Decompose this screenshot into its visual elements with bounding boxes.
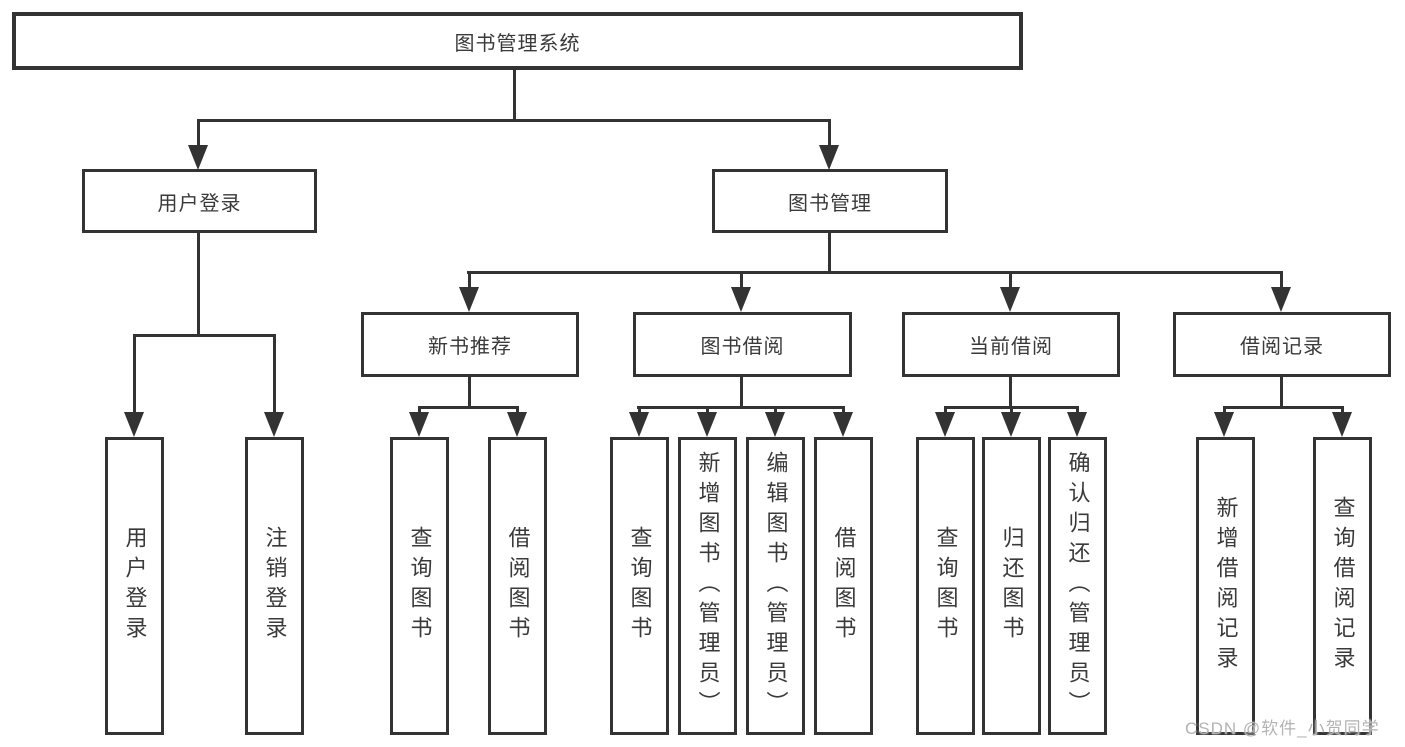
connector-line	[468, 377, 471, 409]
csdn-watermark: CSDN @软件_小贺同学	[1185, 719, 1380, 738]
leaf-borrowing-borrow-books-label: 借阅图书	[831, 526, 857, 646]
connector-line	[638, 406, 641, 415]
leaf-current-query-books-label: 查询图书	[933, 526, 959, 646]
connector-line	[1009, 271, 1012, 290]
node-borrow-records-label: 借阅记录	[1240, 336, 1324, 358]
arrowhead-icon	[1332, 412, 1352, 437]
leaf-query-borrow-record-label: 查询借阅记录	[1330, 496, 1356, 676]
connector-line	[828, 119, 831, 148]
leaf-borrowing-query-books-label: 查询图书	[627, 526, 653, 646]
node-root-label: 图书管理系统	[454, 32, 581, 55]
arrowhead-icon	[1271, 287, 1291, 312]
arrowhead-icon	[731, 287, 751, 312]
arrowhead-icon	[629, 412, 649, 437]
arrowhead-icon	[1000, 287, 1020, 312]
arrowhead-icon	[1067, 412, 1087, 437]
node-book-borrowing-label: 图书借阅	[700, 336, 785, 358]
arrowhead-icon	[409, 412, 429, 437]
arrowhead-icon	[935, 412, 955, 437]
arrowhead-icon	[1001, 412, 1021, 437]
arrowhead-icon	[765, 412, 785, 437]
connector-line	[740, 377, 743, 409]
arrowhead-icon	[188, 145, 208, 170]
leaf-confirm-return-admin-label: 确认归还（管理员）	[1065, 451, 1091, 721]
leaf-borrowing-borrow-books: 借阅图书	[814, 437, 873, 735]
connector-line	[1223, 406, 1344, 409]
connector-line	[1341, 406, 1344, 415]
arrowhead-icon	[507, 412, 527, 437]
connector-line	[133, 334, 276, 337]
connector-line	[1280, 377, 1283, 409]
connector-line	[1223, 406, 1226, 415]
connector-line	[516, 406, 519, 415]
node-root: 图书管理系统	[12, 12, 1023, 70]
leaf-add-books-admin-label: 新增图书（管理员）	[695, 451, 721, 721]
connector-line	[197, 233, 200, 337]
connector-line	[1280, 271, 1283, 290]
connector-line	[944, 406, 947, 415]
node-new-book-recommend: 新书推荐	[361, 312, 579, 377]
node-new-book-recommend-label: 新书推荐	[428, 336, 512, 358]
node-book-borrowing: 图书借阅	[633, 312, 852, 377]
leaf-current-query-books: 查询图书	[916, 437, 975, 735]
connector-line	[273, 334, 276, 414]
connector-line	[842, 406, 845, 415]
leaf-user-login-label: 用户登录	[122, 526, 148, 646]
leaf-logout-label: 注销登录	[262, 526, 288, 646]
node-book-management: 图书管理	[712, 169, 948, 233]
connector-line	[133, 334, 136, 414]
leaf-return-books-label: 归还图书	[999, 526, 1025, 646]
connector-line	[418, 406, 421, 415]
leaf-recommend-borrow-books-label: 借阅图书	[505, 526, 531, 646]
leaf-user-login: 用户登录	[105, 437, 164, 735]
connector-line	[513, 70, 516, 119]
arrowhead-icon	[819, 145, 839, 170]
leaf-recommend-borrow-books: 借阅图书	[488, 437, 547, 735]
leaf-add-borrow-record-label: 新增借阅记录	[1213, 496, 1239, 676]
arrowhead-icon	[697, 412, 717, 437]
leaf-confirm-return-admin: 确认归还（管理员）	[1048, 437, 1107, 735]
node-book-management-label: 图书管理	[788, 192, 872, 215]
connector-line	[740, 271, 743, 290]
connector-line	[706, 406, 709, 415]
arrowhead-icon	[264, 412, 284, 437]
connector-line	[637, 406, 845, 409]
leaf-recommend-query-books: 查询图书	[390, 437, 449, 735]
connector-line	[197, 119, 200, 148]
arrowhead-icon	[459, 287, 479, 312]
connector-line	[774, 406, 777, 415]
connector-line	[197, 119, 831, 122]
connector-line	[828, 233, 831, 274]
arrowhead-icon	[124, 412, 144, 437]
leaf-recommend-query-books-label: 查询图书	[407, 526, 433, 646]
connector-line	[467, 271, 1283, 274]
leaf-edit-books-admin-label: 编辑图书（管理员）	[763, 451, 789, 721]
leaf-edit-books-admin: 编辑图书（管理员）	[746, 437, 805, 735]
leaf-return-books: 归还图书	[982, 437, 1041, 735]
node-borrow-records: 借阅记录	[1173, 312, 1391, 377]
connector-line	[418, 406, 519, 409]
node-current-borrowing-label: 当前借阅	[969, 336, 1053, 358]
connector-line	[1076, 406, 1079, 415]
connector-line	[468, 271, 471, 290]
connector-line	[1009, 377, 1012, 409]
arrowhead-icon	[833, 412, 853, 437]
node-user-login-label: 用户登录	[157, 192, 242, 215]
connector-line	[1010, 406, 1013, 415]
node-user-login: 用户登录	[82, 169, 317, 233]
leaf-add-books-admin: 新增图书（管理员）	[678, 437, 737, 735]
arrowhead-icon	[1214, 412, 1234, 437]
leaf-logout: 注销登录	[245, 437, 304, 735]
leaf-borrowing-query-books: 查询图书	[610, 437, 669, 735]
leaf-query-borrow-record: 查询借阅记录	[1313, 437, 1372, 735]
leaf-add-borrow-record: 新增借阅记录	[1196, 437, 1255, 735]
node-current-borrowing: 当前借阅	[902, 312, 1120, 377]
